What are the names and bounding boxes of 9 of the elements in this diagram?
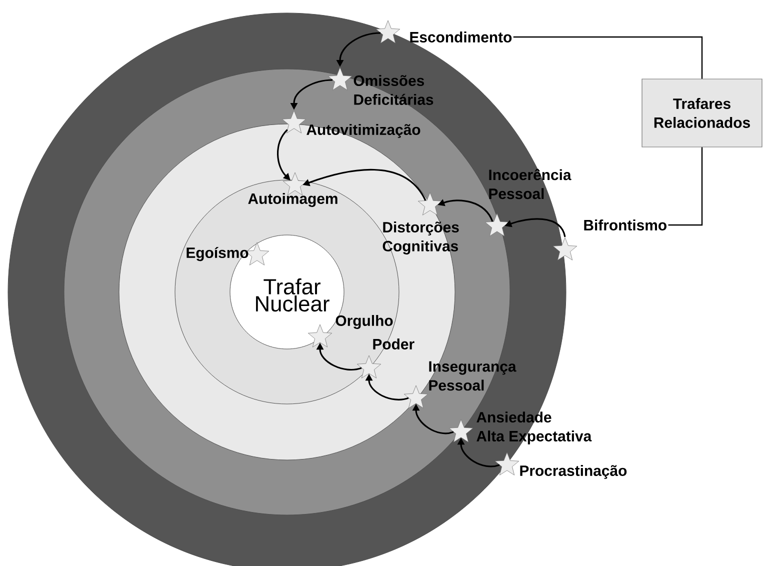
star-label: Distorções Cognitivas [382, 192, 459, 254]
star-label: Bifrontismo [552, 220, 666, 260]
star-label: Omissões Deficitárias [328, 67, 434, 105]
star-label: Poder [356, 338, 414, 378]
label-box: Trafares Relacionados [642, 78, 762, 148]
arrow [277, 129, 290, 180]
star-label: Procrastinação [494, 452, 627, 479]
star-label: Escondimento [376, 20, 512, 44]
star-label: Autoimagem [248, 172, 338, 207]
